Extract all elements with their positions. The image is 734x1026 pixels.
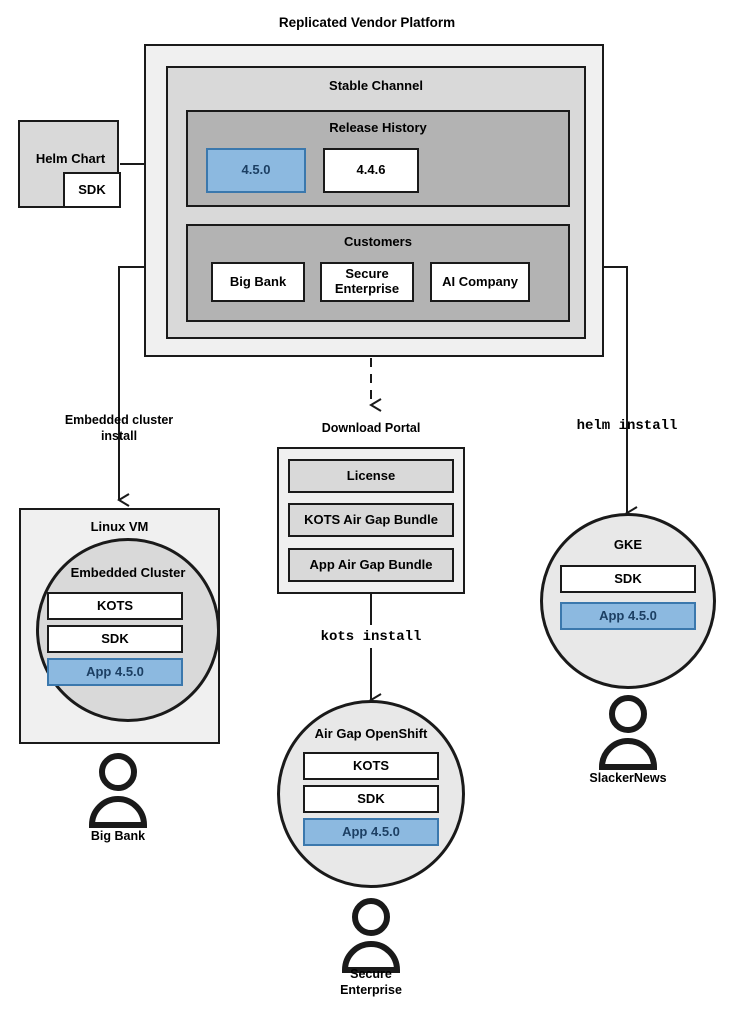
customers-title: Customers xyxy=(344,234,412,249)
gke-title: GKE xyxy=(613,537,643,552)
actor-label-secure-enterprise: Secure Enterprise xyxy=(340,967,402,997)
release-history-title: Release History xyxy=(329,120,427,135)
actor-label-big-bank: Big Bank xyxy=(90,829,146,843)
person-icon-big-bank xyxy=(88,753,148,828)
release-item-4-4-6[interactable]: 4.4.6 xyxy=(323,148,419,193)
person-icon-secure-enterprise xyxy=(341,898,401,973)
linux-vm-component-app[interactable]: App 4.5.0 xyxy=(47,658,183,686)
release-item-4-5-0[interactable]: 4.5.0 xyxy=(206,148,306,193)
customers-container: Customers Big Bank Secure Enterprise AI … xyxy=(186,224,570,322)
download-portal-item-kots-airgap[interactable]: KOTS Air Gap Bundle xyxy=(288,503,454,537)
flow-label-embedded-cluster-install: Embedded cluster install xyxy=(64,413,174,443)
customer-big-bank[interactable]: Big Bank xyxy=(211,262,305,302)
linux-vm-component-kots[interactable]: KOTS xyxy=(47,592,183,620)
customer-ai-company[interactable]: AI Company xyxy=(430,262,530,302)
flow-label-kots-install: kots install xyxy=(320,629,422,645)
person-icon-slackernews xyxy=(598,695,658,770)
gke-component-app[interactable]: App 4.5.0 xyxy=(560,602,696,630)
gke-circle xyxy=(540,513,716,689)
flow-label-download-portal: Download Portal xyxy=(321,421,421,435)
helm-chart-label: Helm Chart xyxy=(35,151,106,166)
airgap-component-sdk[interactable]: SDK xyxy=(303,785,439,813)
linux-vm-title: Linux VM xyxy=(90,519,149,534)
helm-chart-sdk-box[interactable]: SDK xyxy=(63,172,121,208)
stable-channel-title: Stable Channel xyxy=(329,78,423,93)
linux-vm-component-sdk[interactable]: SDK xyxy=(47,625,183,653)
airgap-openshift-title: Air Gap OpenShift xyxy=(314,726,428,741)
stable-channel-container: Stable Channel Release History 4.5.0 4.4… xyxy=(166,66,586,339)
flow-label-helm-install: helm install xyxy=(576,418,678,434)
page-title: Replicated Vendor Platform xyxy=(278,15,456,30)
airgap-component-kots[interactable]: KOTS xyxy=(303,752,439,780)
download-portal-item-app-airgap[interactable]: App Air Gap Bundle xyxy=(288,548,454,582)
customer-secure-enterprise[interactable]: Secure Enterprise xyxy=(320,262,414,302)
release-history-container: Release History 4.5.0 4.4.6 xyxy=(186,110,570,207)
download-portal-item-license[interactable]: License xyxy=(288,459,454,493)
vendor-platform-container: Stable Channel Release History 4.5.0 4.4… xyxy=(144,44,604,357)
gke-component-sdk[interactable]: SDK xyxy=(560,565,696,593)
actor-label-slackernews: SlackerNews xyxy=(589,771,667,785)
embedded-cluster-title: Embedded Cluster xyxy=(70,565,186,580)
airgap-component-app[interactable]: App 4.5.0 xyxy=(303,818,439,846)
